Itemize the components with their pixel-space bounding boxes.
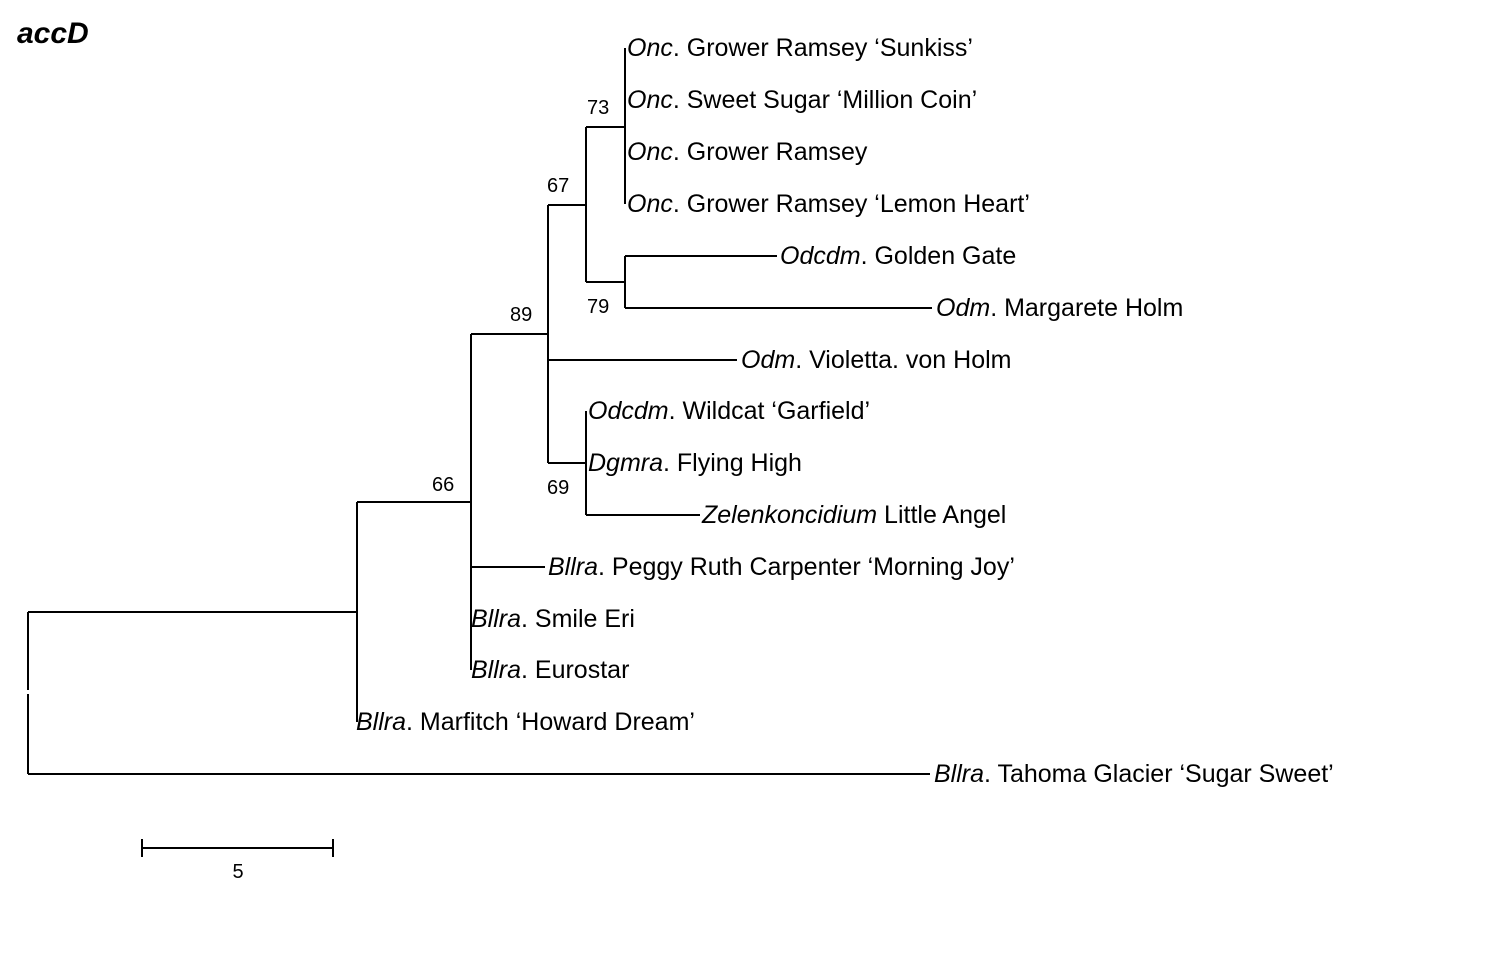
scale-bar: 5 (141, 839, 334, 883)
bootstrap-value: 73 (587, 97, 609, 119)
taxon-label: Bllra. Marfitch ‘Howard Dream’ (356, 708, 695, 736)
clade-node-a (356, 501, 471, 722)
clade-node-b (470, 333, 548, 670)
figure-title: accD (17, 17, 89, 50)
bootstrap-value: 67 (547, 175, 569, 197)
bootstrap-value: 66 (432, 474, 454, 496)
taxon-label: Dgmra. Flying High (588, 449, 802, 477)
taxon-label: Bllra. Tahoma Glacier ‘Sugar Sweet’ (934, 760, 1334, 788)
scale-bar-label: 5 (232, 861, 243, 883)
taxon-label: Zelenkoncidium Little Angel (701, 501, 1006, 529)
clade-node-c (547, 204, 737, 464)
root-branch (27, 611, 930, 775)
taxon-label: Odm. Margarete Holm (936, 294, 1183, 322)
taxon-label: Bllra. Smile Eri (471, 605, 635, 633)
taxon-label: Odcdm. Golden Gate (780, 242, 1016, 270)
taxon-label: Onc. Grower Ramsey ‘Lemon Heart’ (627, 190, 1030, 218)
bootstrap-value: 79 (587, 296, 609, 318)
bootstrap-value: 69 (547, 477, 569, 499)
clade-node-f (624, 255, 932, 309)
taxon-label: Odcdm. Wildcat ‘Garfield’ (588, 397, 870, 425)
taxon-label: Onc. Sweet Sugar ‘Million Coin’ (627, 86, 977, 114)
taxon-label: Odm. Violetta. von Holm (741, 346, 1012, 374)
taxon-label: Bllra. Eurostar (471, 656, 629, 684)
bootstrap-value: 89 (510, 304, 532, 326)
clade-node-d (585, 126, 625, 283)
taxon-label: Onc. Grower Ramsey ‘Sunkiss’ (627, 34, 973, 62)
taxon-label: Onc. Grower Ramsey (627, 138, 868, 166)
clade-node-g (585, 411, 700, 516)
taxon-label: Bllra. Peggy Ruth Carpenter ‘Morning Joy… (548, 553, 1015, 581)
